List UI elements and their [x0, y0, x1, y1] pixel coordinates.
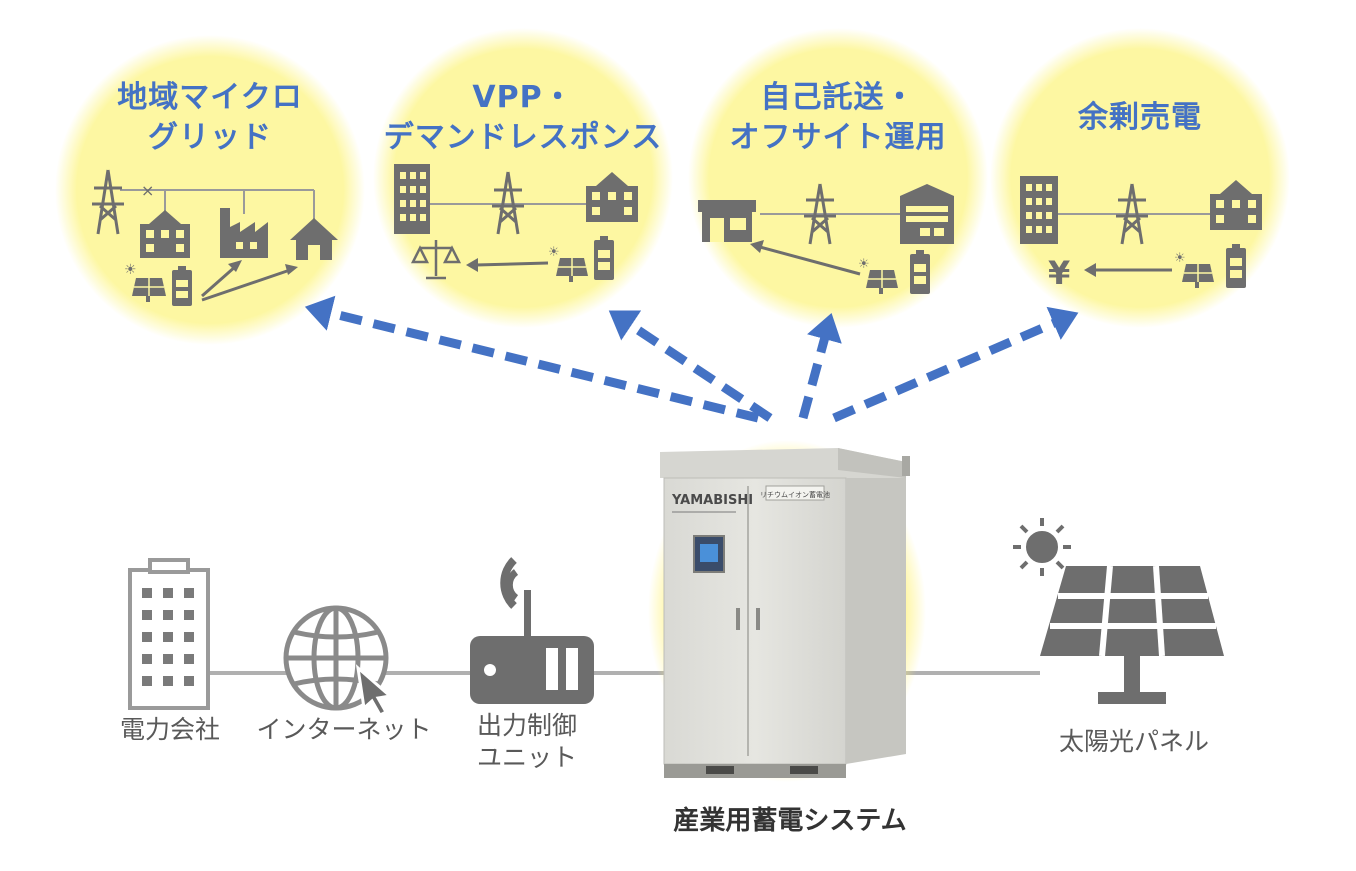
building-icon [394, 164, 430, 234]
transmission-tower-icon [492, 171, 524, 235]
power-company-building-icon [128, 558, 210, 710]
label-solar-panel: 太陽光パネル [1058, 727, 1209, 756]
scale-icon [410, 240, 462, 280]
battery-small-icon [1226, 244, 1246, 288]
surplus-sale-icons: ¥ ☀ [1020, 176, 1262, 292]
warehouse-icon [900, 184, 954, 244]
building-icon [1020, 176, 1058, 244]
usecase-title-line: VPP・ [472, 80, 574, 115]
factory-icon [220, 208, 268, 258]
transmission-tower-icon [804, 183, 836, 245]
svg-text:☀: ☀ [548, 245, 560, 260]
house-icon [290, 218, 338, 260]
label-control-unit-line: ユニット [476, 743, 577, 772]
svg-text:☀: ☀ [124, 262, 137, 278]
solar-small-icon: ☀ [124, 262, 166, 302]
router-icon [470, 557, 594, 704]
usecase-title-vpp: VPP・ デマンドレスポンス [363, 78, 683, 158]
usecase-title-line: オフサイト運用 [729, 120, 947, 155]
solar-panel-icon [1040, 565, 1224, 704]
usecase-title-line: デマンドレスポンス [383, 120, 663, 155]
cut-mark-icon: × [141, 181, 154, 200]
self-wheeling-icons: ☀ [698, 183, 954, 294]
brand-logo: YAMABISHI [671, 493, 753, 508]
sun-icon [1013, 518, 1071, 576]
usecase-title-microgrid: 地域マイクロ グリッド [90, 78, 330, 158]
transmission-tower-icon [92, 169, 124, 235]
svg-text:☀: ☀ [858, 257, 870, 272]
arrow-to-self-wheeling [798, 312, 842, 420]
usecase-circle-surplus-sale [990, 28, 1290, 328]
microgrid-icons: × ☀ [92, 169, 338, 306]
arrow-to-surplus-sale [832, 306, 1079, 423]
school-icon [1210, 180, 1262, 230]
shop-icon [698, 200, 756, 242]
cabinet-plate: リチウムイオン蓄電池 [760, 490, 830, 499]
solar-small-icon: ☀ [858, 257, 898, 294]
school-icon [140, 210, 190, 258]
cursor-icon [355, 664, 394, 717]
yen-icon: ¥ [1048, 254, 1070, 292]
battery-small-icon [172, 266, 192, 306]
usecase-title-surplus-sale: 余剰売電 [1030, 98, 1250, 138]
label-control-unit: 出力制御 ユニット [462, 710, 592, 774]
label-power-company: 電力会社 [119, 715, 220, 744]
usecase-circle-self-wheeling [688, 28, 988, 328]
solar-small-icon: ☀ [1174, 251, 1214, 288]
label-control-unit-line: 出力制御 [476, 711, 577, 740]
svg-text:☀: ☀ [1174, 251, 1186, 266]
vpp-icons: ☀ [394, 164, 638, 282]
usecase-title-line: 余剰売電 [1078, 100, 1202, 135]
usecase-title-self-wheeling: 自己託送・ オフサイト運用 [718, 78, 958, 158]
usecase-title-line: グリッド [148, 120, 272, 155]
label-internet: インターネット [256, 715, 432, 744]
battery-small-icon [910, 250, 930, 294]
dashed-arrows [304, 295, 1079, 423]
transmission-tower-icon [1116, 183, 1148, 245]
label-storage-system: 産業用蓄電システム [673, 806, 907, 836]
storage-cabinet: YAMABISHI リチウムイオン蓄電池 [648, 440, 926, 782]
usecase-title-line: 地域マイクロ [117, 80, 303, 115]
school-icon [586, 172, 638, 222]
arrow-to-microgrid [304, 295, 760, 423]
solar-small-icon: ☀ [548, 245, 588, 282]
arrow-to-vpp [608, 310, 773, 422]
usecase-title-line: 自己託送・ [760, 80, 916, 115]
battery-small-icon [594, 236, 614, 280]
